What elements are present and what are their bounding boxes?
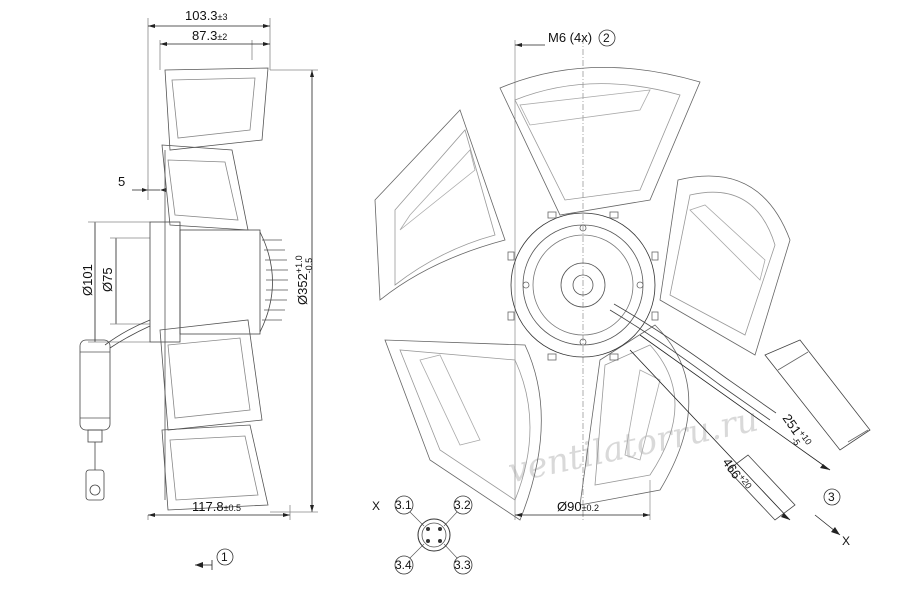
svg-text:3.4: 3.4 <box>395 558 412 572</box>
dim-cable-466: 466+20 <box>720 455 754 494</box>
svg-text:1: 1 <box>221 550 228 564</box>
callout-3: 3 X <box>814 488 850 548</box>
side-view <box>79 18 318 520</box>
dim-dia-75: Ø75 <box>100 267 115 292</box>
svg-text:3.1: 3.1 <box>395 498 412 512</box>
dim-hub-dia-90: Ø90±0.2 <box>557 499 599 514</box>
svg-text:3: 3 <box>828 490 835 504</box>
dim-dia-352: Ø352+1.0-0.5 <box>294 255 314 305</box>
connector-detail: X 3.1 3.2 3.4 3.3 <box>372 495 473 575</box>
dim-cable-251: 251+10-5 <box>776 411 814 453</box>
detail-x-label: X <box>372 499 380 513</box>
callout-2: 2 <box>598 29 616 47</box>
dim-width-inner: 87.3±2 <box>192 28 227 43</box>
x-arrow-label: X <box>842 534 850 548</box>
dim-thread-m6: M6 (4x) <box>548 30 592 45</box>
callout-1: 1 <box>195 548 234 570</box>
dim-width-outer: 103.3±3 <box>185 8 228 23</box>
svg-text:2: 2 <box>603 31 610 45</box>
dim-length-117: 117.8±0.5 <box>192 499 241 514</box>
svg-text:3.3: 3.3 <box>454 558 471 572</box>
dim-offset-5: 5 <box>118 174 125 189</box>
dim-dia-101: Ø101 <box>80 264 95 296</box>
front-view <box>374 38 871 521</box>
svg-text:3.2: 3.2 <box>454 498 471 512</box>
